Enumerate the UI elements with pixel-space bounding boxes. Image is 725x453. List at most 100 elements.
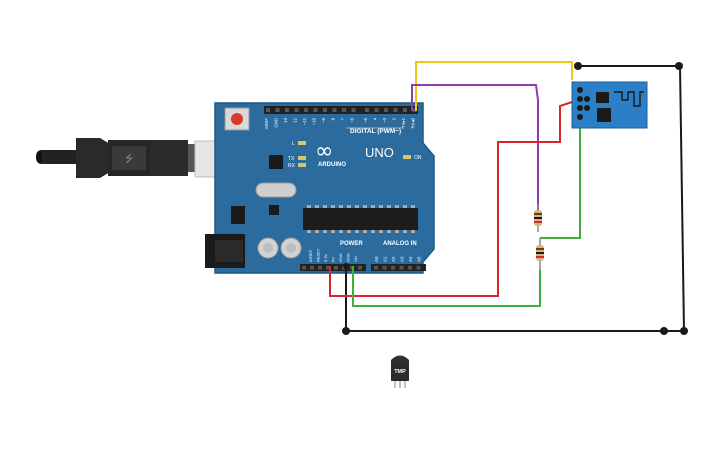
power-pin-label: RESET xyxy=(316,248,321,262)
digital-pin-label: ~6 xyxy=(350,117,355,123)
analog-header-label: ANALOG IN xyxy=(383,241,417,247)
power-header-label: POWER xyxy=(340,241,363,247)
digital-pin-hole[interactable] xyxy=(323,108,327,112)
wires[interactable] xyxy=(329,61,688,335)
power-pin-hole[interactable] xyxy=(318,266,322,270)
arduino-infinity-logo: ∞ xyxy=(315,139,333,164)
power-pin-hole[interactable] xyxy=(358,266,362,270)
wire-red[interactable] xyxy=(329,101,573,297)
svg-text:⭍: ⭍ xyxy=(125,153,133,165)
digital-pin-label: ~11 xyxy=(302,117,307,125)
wire-green-esp[interactable] xyxy=(540,117,585,239)
analog-pin-hole[interactable] xyxy=(399,266,404,270)
power-pin-hole[interactable] xyxy=(310,266,314,270)
power-pin-hole[interactable] xyxy=(334,266,338,270)
digital-pin-hole[interactable] xyxy=(294,108,299,112)
power-pin-label: GND xyxy=(346,253,351,262)
power-pin-label: 5V xyxy=(331,257,336,262)
wire-black-ground-rail[interactable] xyxy=(345,266,684,332)
esp-antenna xyxy=(614,91,644,107)
digital-pin-label: ~10 xyxy=(312,117,317,125)
junction-dot[interactable] xyxy=(660,327,668,335)
digital-header[interactable] xyxy=(264,106,418,114)
junction-dot[interactable] xyxy=(675,62,683,70)
power-pin-label: 3.3V xyxy=(323,253,328,262)
digital-pin-label: 2 xyxy=(392,117,397,120)
digital-pin-hole[interactable] xyxy=(313,108,318,112)
analog-pin-label: A2 xyxy=(391,256,396,262)
digital-header-label: DIGITAL (PWM~) xyxy=(350,128,401,135)
power-pin-hole[interactable] xyxy=(326,266,330,270)
digital-pin-label: 8 xyxy=(331,117,336,120)
power-pin-hole[interactable] xyxy=(302,266,306,270)
wire-yellow[interactable] xyxy=(415,61,573,111)
analog-pin-hole[interactable] xyxy=(382,266,387,270)
analog-header[interactable] xyxy=(371,264,426,271)
digital-pin-label: ~3 xyxy=(382,117,387,123)
digital-pin-hole[interactable] xyxy=(412,108,417,112)
digital-pin-hole[interactable] xyxy=(365,108,369,112)
analog-pin-hole[interactable] xyxy=(416,266,421,270)
power-pin-label: IOREF xyxy=(308,249,313,262)
led-tx-label: TX xyxy=(288,156,295,162)
led-l-label: L xyxy=(292,141,295,147)
bottom-pin-holes[interactable] xyxy=(302,266,421,270)
junction-dot[interactable] xyxy=(574,62,582,70)
wire-green[interactable] xyxy=(352,266,541,307)
analog-pin-hole[interactable] xyxy=(374,266,378,270)
led-rx xyxy=(298,163,306,167)
analog-pin-hole[interactable] xyxy=(408,266,412,270)
analog-pin-hole[interactable] xyxy=(391,266,395,270)
reset-button-cap[interactable] xyxy=(231,113,243,125)
digital-pin-label: 7 xyxy=(340,117,345,120)
analog-pin-label: A0 xyxy=(374,256,379,262)
digital-pin-hole[interactable] xyxy=(285,108,289,112)
brand-label: ARDUINO xyxy=(318,162,346,168)
digital-pin-hole[interactable] xyxy=(332,108,337,112)
digital-pin-hole[interactable] xyxy=(351,108,356,112)
model-label: UNO xyxy=(365,145,394,160)
digital-pin-holes[interactable] xyxy=(266,108,417,112)
atmega-chip-pins xyxy=(307,205,415,233)
crystal-oscillator xyxy=(255,182,297,198)
esp8266-module[interactable] xyxy=(571,81,648,129)
led-rx-label: RX xyxy=(288,163,296,169)
digital-pin-hole[interactable] xyxy=(266,108,270,112)
digital-pin-hole[interactable] xyxy=(374,108,379,112)
digital-pin-hole[interactable] xyxy=(403,108,407,112)
usb-cable-strain-relief xyxy=(40,150,78,164)
esp-flash-chip xyxy=(597,108,611,122)
junction-dot[interactable] xyxy=(343,263,349,269)
digital-pin-label: 13 xyxy=(283,117,288,122)
digital-pin-hole[interactable] xyxy=(342,108,346,112)
digital-pin-hole[interactable] xyxy=(304,108,308,112)
junction-dot[interactable] xyxy=(342,327,350,335)
resistor-2[interactable] xyxy=(536,238,544,270)
digital-pin-label: RX◂0 xyxy=(411,117,416,128)
digital-pin-hole[interactable] xyxy=(393,108,398,112)
led-tx xyxy=(298,156,306,160)
junction-dot[interactable] xyxy=(680,327,688,335)
digital-pin-hole[interactable] xyxy=(275,108,280,112)
usb-plug-body xyxy=(76,138,110,178)
analog-pin-label: A1 xyxy=(383,256,388,262)
digital-pin-label: AREF xyxy=(264,118,269,130)
digital-pin-label: 4 xyxy=(373,117,378,120)
on-label: ON xyxy=(414,155,422,161)
resistor-1[interactable] xyxy=(534,204,542,232)
digital-pin-label: GND xyxy=(274,118,279,128)
power-pin-label: Vin xyxy=(353,256,358,262)
digital-pin-label: TX▸1 xyxy=(401,117,406,128)
smd-component xyxy=(269,205,279,215)
temperature-sensor[interactable]: TMP xyxy=(391,355,409,389)
power-header[interactable] xyxy=(300,264,366,271)
led-l xyxy=(298,141,306,145)
usb-cable[interactable]: ⭍ xyxy=(36,138,246,178)
digital-pin-hole[interactable] xyxy=(384,108,388,112)
wire-purple[interactable] xyxy=(411,84,539,210)
